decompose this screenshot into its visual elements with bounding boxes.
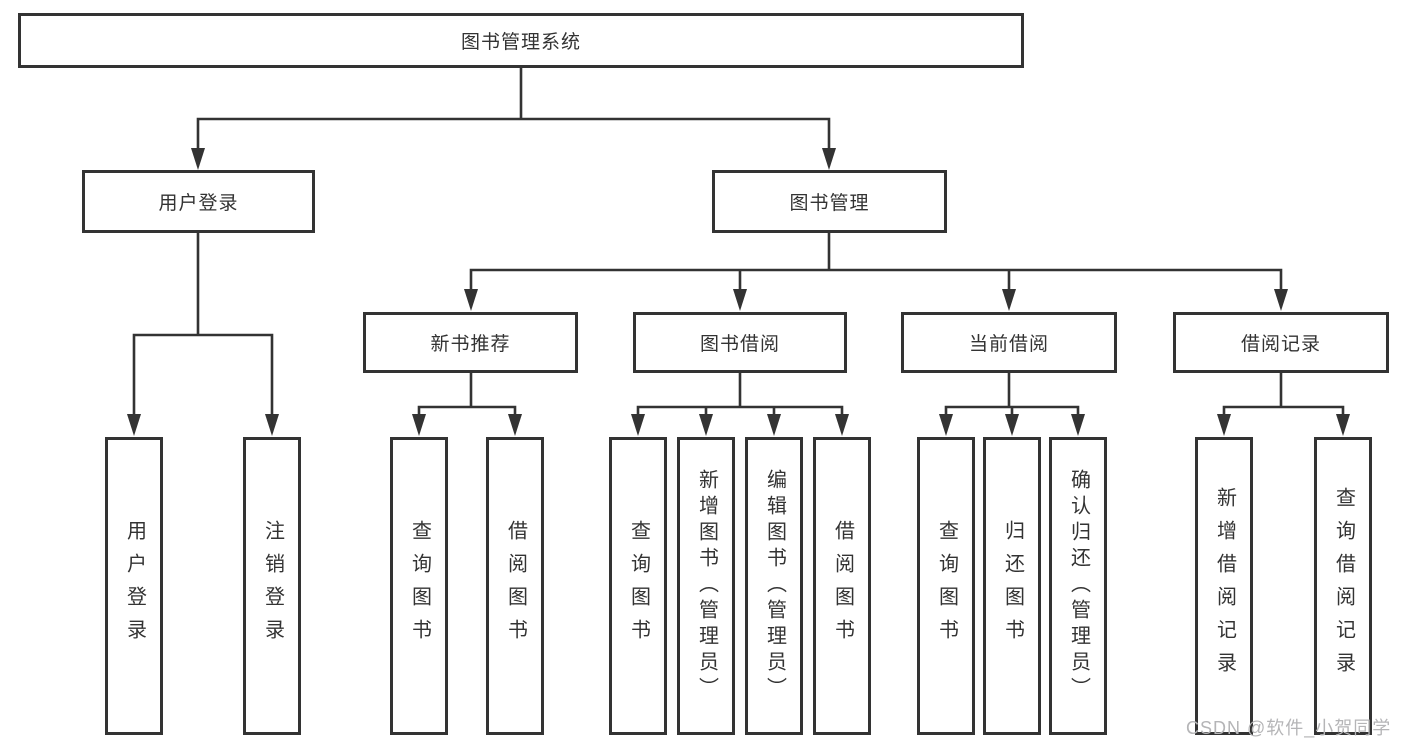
node-label: 当前借阅 — [968, 334, 1049, 355]
node-label: 用户登录 — [123, 520, 146, 652]
node-library-management-system: 图书管理系统 — [18, 13, 1024, 68]
arrowhead-icons — [127, 148, 1350, 436]
node-label: 编辑图书（管理员） — [763, 469, 786, 703]
leaf-borrow-books: 借阅图书 — [813, 437, 871, 735]
node-label: 查询借阅记录 — [1332, 487, 1355, 685]
node-label: 查询图书 — [935, 520, 958, 652]
node-label: 新增借阅记录 — [1213, 487, 1236, 685]
node-label: 借阅图书 — [831, 520, 854, 652]
leaf-confirm-return-admin: 确认归还（管理员） — [1049, 437, 1107, 735]
node-label: 借阅图书 — [504, 520, 527, 652]
leaf-logout: 注销登录 — [243, 437, 301, 735]
leaf-add-borrow-record: 新增借阅记录 — [1195, 437, 1253, 735]
leaf-edit-books-admin: 编辑图书（管理员） — [745, 437, 803, 735]
leaf-query-books-recommend: 查询图书 — [390, 437, 448, 735]
node-current-borrowing: 当前借阅 — [901, 312, 1117, 373]
leaf-return-books: 归还图书 — [983, 437, 1041, 735]
node-label: 确认归还（管理员） — [1067, 469, 1090, 703]
node-user-login: 用户登录 — [82, 170, 315, 233]
node-label: 图书借阅 — [699, 334, 780, 355]
leaf-add-books-admin: 新增图书（管理员） — [677, 437, 735, 735]
node-label: 新书推荐 — [430, 334, 511, 355]
node-label: 借阅记录 — [1240, 334, 1321, 355]
csdn-watermark: CSDN @软件_小贺同学 — [1186, 718, 1392, 738]
node-label: 查询图书 — [408, 520, 431, 652]
connector-lines — [132, 66, 1345, 420]
leaf-borrow-books-recommend: 借阅图书 — [486, 437, 544, 735]
node-label: 归还图书 — [1001, 520, 1024, 652]
leaf-query-books-borrow: 查询图书 — [609, 437, 667, 735]
node-label: 新增图书（管理员） — [695, 469, 718, 703]
leaf-query-borrow-record: 查询借阅记录 — [1314, 437, 1372, 735]
leaf-query-books-current: 查询图书 — [917, 437, 975, 735]
node-label: 图书管理系统 — [460, 32, 581, 53]
node-label: 用户登录 — [158, 193, 239, 214]
node-label: 注销登录 — [261, 520, 284, 652]
node-label: 查询图书 — [627, 520, 650, 652]
node-book-management: 图书管理 — [712, 170, 947, 233]
node-book-borrowing: 图书借阅 — [633, 312, 847, 373]
node-new-book-recommend: 新书推荐 — [363, 312, 578, 373]
leaf-user-login: 用户登录 — [105, 437, 163, 735]
node-borrowing-records: 借阅记录 — [1173, 312, 1389, 373]
node-label: 图书管理 — [789, 193, 870, 214]
